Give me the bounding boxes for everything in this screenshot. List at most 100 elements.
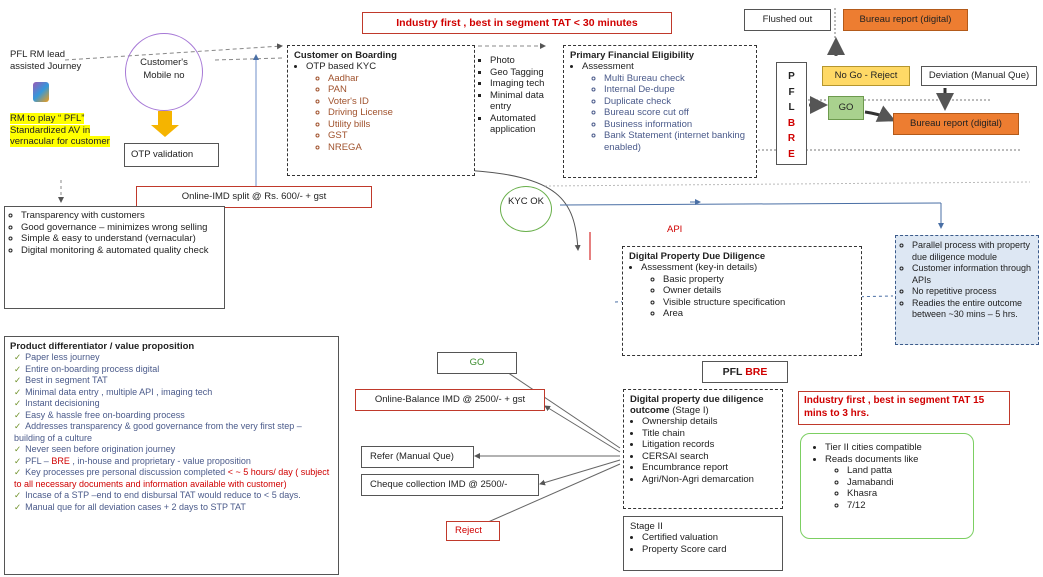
pfe-box: Primary Financial Eligibility Assessment… — [563, 45, 757, 178]
kyc-ok-circle: KYC OK — [500, 186, 552, 232]
tier-box: Tier II cities compatible Reads document… — [800, 433, 974, 539]
tier-doc: 7/12 — [847, 500, 965, 512]
parallel-item: Customer information through APIs — [912, 263, 1034, 286]
tier-item: Tier II cities compatible — [825, 442, 965, 454]
capture-item: Photo — [490, 55, 558, 67]
header-banner: Industry first , best in segment TAT < 3… — [362, 12, 672, 34]
down-arrow-head-icon — [151, 125, 179, 137]
tier-doc: Land patta — [847, 465, 965, 477]
go-lower-box: GO — [437, 352, 517, 374]
flushed-out-box: Flushed out — [744, 9, 831, 31]
product-item: Best in segment TAT — [14, 375, 333, 387]
outcome-item: Title chain — [642, 428, 776, 440]
product-item: Manual que for all deviation cases + 2 d… — [14, 502, 333, 514]
otp-validation-box: OTP validation — [124, 143, 219, 167]
parallel-item: Readies the entire outcome between ~30 m… — [912, 298, 1034, 321]
rm-note: RM to play “ PFL” Standardized AV in ver… — [10, 113, 110, 147]
dpdd-title: Digital Property Due Diligence — [629, 251, 766, 262]
product-item: Never seen before origination journey — [14, 444, 333, 456]
product-item: Minimal data entry , multiple API , imag… — [14, 387, 333, 399]
kyc-doc: GST — [328, 130, 468, 142]
mobile-circle: Customer's Mobile no — [125, 33, 203, 111]
kyc-doc: Voter's ID — [328, 96, 468, 108]
phone-icon — [33, 82, 49, 102]
stage2-title: Stage II — [630, 521, 663, 532]
product-item: Entire on-boarding process digital — [14, 364, 333, 376]
online-balance-box: Online-Balance IMD @ 2500/- + gst — [355, 389, 545, 411]
lead-title: PFL RM lead assisted Journey — [10, 49, 82, 72]
pfe-sub: Duplicate check — [604, 96, 750, 108]
outcome-item: Ownership details — [642, 416, 776, 428]
parallel-item: Parallel process with property due dilig… — [912, 240, 1034, 263]
stage2-item: Property Score card — [642, 544, 776, 556]
down-arrow-icon — [158, 111, 172, 125]
go-bre-box: GO — [828, 96, 864, 120]
onboarding-title: Customer on Boarding — [294, 50, 397, 61]
outcome-item: Agri/Non-Agri demarcation — [642, 474, 776, 486]
pfl-bre-vertical: P F L B R E — [776, 62, 807, 165]
outcome-item: Litigation records — [642, 439, 776, 451]
dpdd-sub: Basic property — [663, 274, 855, 286]
parallel-item: No repetitive process — [912, 286, 1034, 298]
outcome-item: Encumbrance report — [642, 462, 776, 474]
refer-box: Refer (Manual Que) — [361, 446, 474, 468]
pfe-item: Assessment Multi Bureau check Internal D… — [582, 61, 750, 153]
benefits-box: Transparency with customers Good governa… — [4, 206, 225, 309]
benefit-item: Simple & easy to understand (vernacular) — [21, 233, 220, 245]
onboarding-item: OTP based KYC Aadhar PAN Voter's ID Driv… — [306, 61, 468, 153]
pfe-sub: Internal De-dupe — [604, 84, 750, 96]
outcome-box: Digital property due diligence outcome (… — [623, 389, 783, 509]
pflbre-letter: E — [788, 148, 795, 160]
benefit-item: Digital monitoring & automated quality c… — [21, 245, 220, 257]
pfe-sub: Business information — [604, 119, 750, 131]
kyc-doc: PAN — [328, 84, 468, 96]
product-item: Easy & hassle free on-boarding process — [14, 410, 333, 422]
bureau-report-mid: Bureau report (digital) — [893, 113, 1019, 135]
capture-item: Automated application — [490, 113, 558, 136]
product-item: Instant decisioning — [14, 398, 333, 410]
stage2-box: Stage II Certified valuation Property Sc… — [623, 516, 783, 571]
pfl-bre-label: PFL BRE — [702, 361, 788, 383]
pfe-sub: Multi Bureau check — [604, 73, 750, 85]
pflbre-letter: P — [788, 71, 795, 82]
capture-item: Imaging tech — [490, 78, 558, 90]
product-item: Addresses transparency & good governance… — [14, 421, 333, 444]
pfe-sub: Bureau score cut off — [604, 107, 750, 119]
kyc-doc: Utility bills — [328, 119, 468, 131]
outcome-title: Digital property due diligence outcome — [630, 394, 764, 416]
capture-item: Geo Tagging — [490, 67, 558, 79]
tier-doc: Khasra — [847, 488, 965, 500]
pflbre-letter: L — [788, 102, 795, 113]
stage2-item: Certified valuation — [642, 532, 776, 544]
cheque-box: Cheque collection IMD @ 2500/- — [361, 474, 539, 496]
bureau-report-top: Bureau report (digital) — [843, 9, 968, 31]
product-item: PFL – BRE , in-house and proprietary - v… — [14, 456, 333, 468]
deviation-box: Deviation (Manual Que) — [921, 66, 1037, 86]
pflbre-letter: F — [788, 86, 795, 98]
capture-item: Minimal data entry — [490, 90, 558, 113]
benefit-item: Transparency with customers — [21, 210, 220, 222]
capture-list: Photo Geo Tagging Imaging tech Minimal d… — [478, 55, 558, 136]
onboarding-box: Customer on Boarding OTP based KYC Aadha… — [287, 45, 475, 176]
pflbre-letter: R — [787, 133, 796, 144]
product-box: Product differentiator / value propositi… — [4, 336, 339, 575]
tier-doc: Jamabandi — [847, 477, 965, 489]
pfe-sub: Bank Statement (internet banking enabled… — [604, 130, 750, 153]
kyc-doc: Driving License — [328, 107, 468, 119]
dpdd-sub: Visible structure specification — [663, 297, 855, 309]
benefit-item: Good governance – minimizes wrong sellin… — [21, 222, 220, 234]
tier-item: Reads documents like Land patta Jamaband… — [825, 454, 965, 512]
pfe-title: Primary Financial Eligibility — [570, 50, 695, 61]
product-item: Key processes pre personal discussion co… — [14, 467, 333, 490]
pflbre-letter: B — [787, 117, 796, 129]
outcome-item: CERSAI search — [642, 451, 776, 463]
dpdd-sub: Area — [663, 308, 855, 320]
dpdd-sub: Owner details — [663, 285, 855, 297]
online-imd-box: Online-IMD split @ Rs. 600/- + gst — [136, 186, 372, 208]
reject-box: Reject — [446, 521, 500, 541]
tat-note: Industry first , best in segment TAT 15 … — [798, 391, 1010, 425]
product-item: Incase of a STP –end to end disbursal TA… — [14, 490, 333, 502]
dpdd-item: Assessment (key-in details) Basic proper… — [641, 262, 855, 320]
product-title: Product differentiator / value propositi… — [10, 341, 195, 352]
